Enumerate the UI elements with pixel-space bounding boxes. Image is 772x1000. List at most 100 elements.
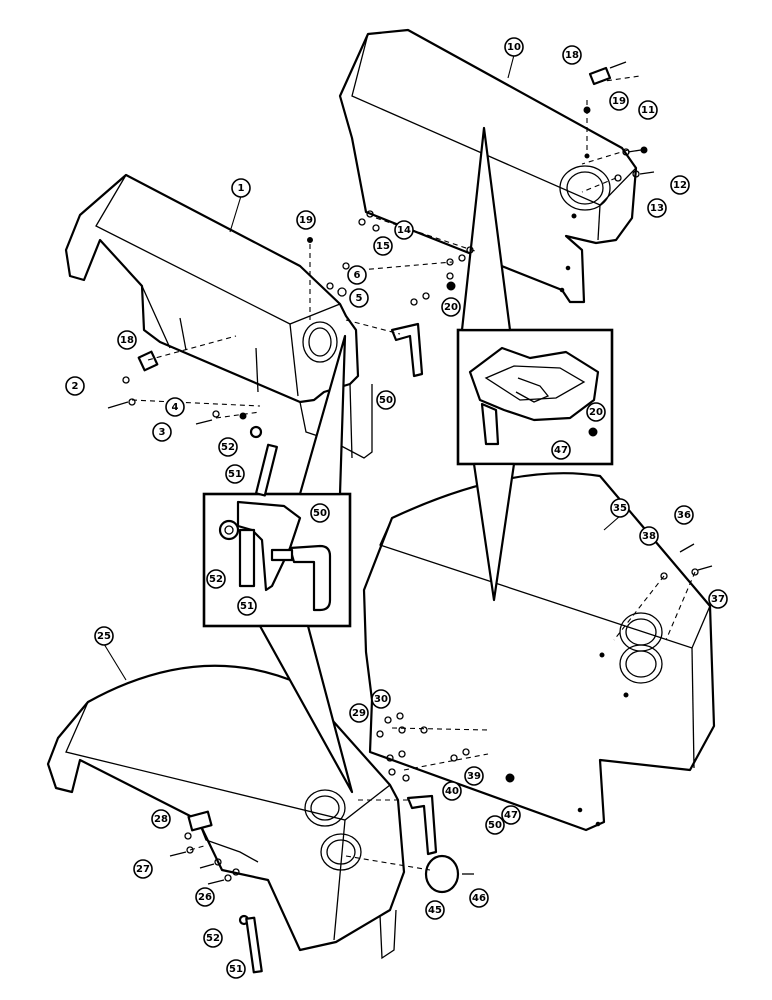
callout-5: 5 [349,288,369,308]
fender-25 [46,664,406,960]
hood-35-lower-opening [619,644,663,684]
callout-15: 15 [373,236,393,256]
callout-number: 51 [228,469,242,480]
callout-number: 18 [120,335,134,346]
callout-14: 14 [394,220,414,240]
callout-35: 35 [610,498,630,518]
fender-1 [64,173,373,459]
callout-number: 15 [376,241,390,252]
callout-number: 40 [445,786,459,797]
callout-13: 13 [647,198,667,218]
callout-number: 19 [299,215,313,226]
callout-52: 52 [218,437,238,457]
callout-number: 10 [507,42,521,53]
callout-39: 39 [464,766,484,786]
callout-number: 2 [72,381,79,392]
callout-19: 19 [609,91,629,111]
callout-number: 36 [677,510,691,521]
callout-4: 4 [165,397,185,417]
callout-number: 50 [379,395,393,406]
callout-50: 50 [376,390,396,410]
callout-number: 39 [467,771,481,782]
fender-25-lower-opening [320,833,362,871]
callout-number: 30 [374,694,388,705]
callout-26: 26 [195,887,215,907]
callout-number: 1 [238,183,245,194]
callout-52: 52 [203,928,223,948]
callout-19: 19 [296,210,316,230]
callout-47: 47 [551,440,571,460]
callout-10: 10 [504,37,524,57]
callout-51: 51 [237,596,257,616]
callout-pointers [258,126,516,794]
callout-50: 50 [310,503,330,523]
callout-number: 6 [354,270,361,281]
hood-10-round-opening [559,165,611,211]
callout-number: 4 [172,402,179,413]
callout-number: 50 [488,820,502,831]
callout-number: 25 [97,631,111,642]
callout-number: 5 [356,293,363,304]
callout-51: 51 [225,464,245,484]
callout-29: 29 [349,703,369,723]
callout-number: 14 [397,225,411,236]
leader-lines [103,54,696,871]
callout-25: 25 [94,626,114,646]
callout-12: 12 [670,175,690,195]
callout-number: 37 [711,594,725,605]
callout-3: 3 [152,422,172,442]
callout-number: 51 [240,601,254,612]
callout-layer: 1234561011121314151818191920202526272829… [65,37,728,979]
callout-45: 45 [425,900,445,920]
callout-6: 6 [347,265,367,285]
callout-20: 20 [441,297,461,317]
callout-number: 50 [313,508,327,519]
callout-number: 51 [229,964,243,975]
callout-number: 38 [642,531,656,542]
callout-number: 29 [352,708,366,719]
callout-1: 1 [231,178,251,198]
callout-number: 13 [650,203,664,214]
callout-47: 47 [501,805,521,825]
callout-50: 50 [485,815,505,835]
callout-36: 36 [674,505,694,525]
callout-number: 52 [206,933,220,944]
callout-38: 38 [639,526,659,546]
callout-number: 28 [154,814,168,825]
callout-number: 20 [589,407,603,418]
fender-25-upper-opening [304,789,346,827]
callout-number: 47 [554,445,568,456]
callout-number: 3 [159,427,166,438]
callout-11: 11 [638,100,658,120]
callout-number: 19 [612,96,626,107]
fastener-hardware [107,61,713,974]
callout-number: 11 [641,105,655,116]
callout-number: 46 [472,893,486,904]
callout-27: 27 [133,859,153,879]
callout-number: 20 [444,302,458,313]
callout-number: 52 [209,574,223,585]
callout-20: 20 [586,402,606,422]
clip-18-left [137,350,159,372]
callout-37: 37 [708,589,728,609]
callout-number: 26 [198,892,212,903]
detail-view-clip [456,328,614,466]
callout-number: 27 [136,864,150,875]
lens-45 [424,854,460,894]
callout-18: 18 [117,330,137,350]
callout-number: 47 [504,810,518,821]
fender-1-round-opening [302,321,338,363]
callout-40: 40 [442,781,462,801]
callout-30: 30 [371,689,391,709]
callout-28: 28 [151,809,171,829]
callout-51: 51 [226,959,246,979]
callout-18: 18 [562,45,582,65]
hood-panel-35 [362,472,716,832]
callout-46: 46 [469,888,489,908]
callout-number: 35 [613,503,627,514]
callout-number: 45 [428,905,442,916]
callout-number: 18 [565,50,579,61]
callout-52: 52 [206,569,226,589]
callout-number: 52 [221,442,235,453]
